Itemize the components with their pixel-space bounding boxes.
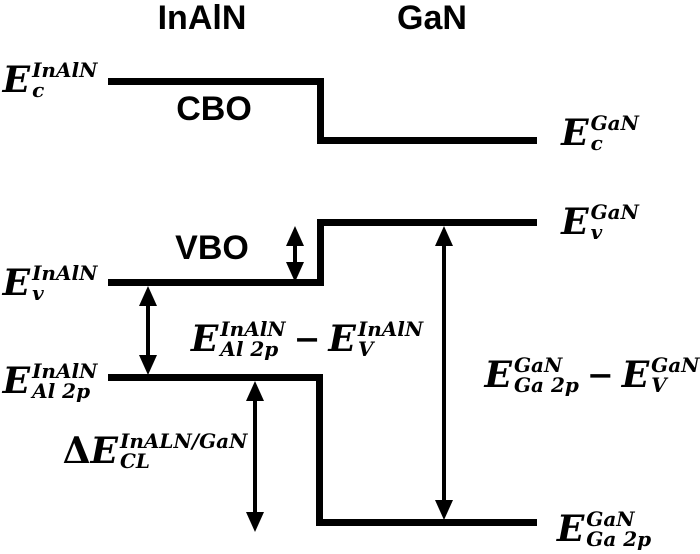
inaln-valence-band-line	[108, 279, 324, 286]
inaln-core-level-line	[108, 374, 320, 381]
header-gan: GaN	[397, 0, 467, 37]
minus-sign: −	[293, 320, 321, 358]
minus-sign: −	[586, 356, 614, 394]
gan-valence-band-line	[317, 219, 537, 226]
header-inaln: InAlN	[157, 0, 247, 37]
inaln-cl-to-vbm-arrow	[139, 286, 157, 375]
delta-symbol: Δ	[62, 430, 91, 472]
core-level-step-line	[316, 374, 323, 526]
cbo-label: CBO	[176, 90, 252, 128]
vbo-label: VBO	[175, 229, 249, 267]
conduction-band-step-line	[317, 78, 324, 144]
gan-core-level-line	[316, 519, 537, 526]
gan-conduction-band-line	[317, 137, 537, 144]
valence-band-step-line	[317, 219, 324, 286]
inaln-conduction-band-line	[108, 78, 320, 85]
core-level-offset-arrow	[246, 381, 264, 532]
gan-cl-to-vbm-arrow	[435, 226, 453, 520]
vbo-arrow	[286, 226, 304, 282]
